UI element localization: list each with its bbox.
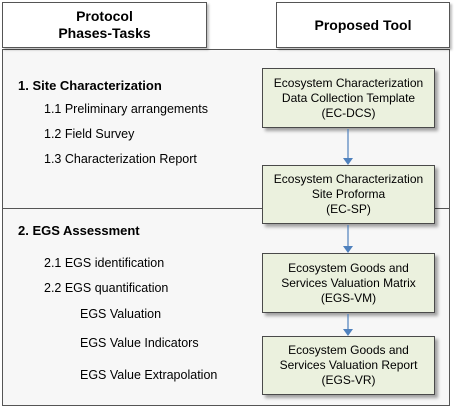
tool-egs-vm-code: (EGS-VM) xyxy=(320,290,377,305)
tool-egs-vr-code: (EGS-VR) xyxy=(321,373,376,387)
task-egs-quantification: 2.2 EGS quantification xyxy=(44,281,169,295)
task-field-survey: 1.2 Field Survey xyxy=(44,127,135,141)
task-egs-identification: 2.1 EGS identification xyxy=(44,256,165,270)
tool-header: Proposed Tool xyxy=(276,2,450,48)
tool-box-egs-vr: Ecosystem Goods and Services Valuation R… xyxy=(262,336,435,395)
subtask-egs-value-indicators: EGS Value Indicators xyxy=(80,336,199,350)
arrowhead-sp-to-vm xyxy=(343,246,353,253)
tool-ec-dcs-code: (EC-DCS) xyxy=(321,105,376,120)
tool-egs-vm-line2: Services Valuation Matrix xyxy=(281,275,416,290)
tool-box-egs-vm: Ecosystem Goods and Services Valuation M… xyxy=(262,253,435,313)
task-preliminary-arrangements: 1.1 Preliminary arrangements xyxy=(44,102,208,116)
tool-ec-dcs-line1: Ecosystem Characterization xyxy=(273,75,424,90)
task-characterization-report: 1.3 Characterization Report xyxy=(44,152,197,166)
arrowhead-dcs-to-sp xyxy=(343,158,353,165)
tool-ec-dcs-line2: Data Collection Template xyxy=(281,90,416,105)
subtask-egs-value-extrapolation: EGS Value Extrapolation xyxy=(80,368,218,382)
tool-ec-sp-line1: Ecosystem Characterization xyxy=(273,172,424,186)
arrowhead-vm-to-vr xyxy=(343,329,353,336)
protocol-header: Protocol Phases-Tasks xyxy=(2,2,207,48)
phase-title-site-characterization: 1. Site Characterization xyxy=(18,78,162,93)
tool-box-ec-sp: Ecosystem Characterization Site Proforma… xyxy=(262,165,435,224)
tool-ec-sp-code: (EC-SP) xyxy=(326,202,371,216)
tool-ec-sp-line2: Site Proforma xyxy=(311,187,386,201)
tool-box-ec-dcs: Ecosystem Characterization Data Collecti… xyxy=(262,68,435,128)
tool-egs-vr-line1: Ecosystem Goods and xyxy=(288,343,409,357)
subtask-egs-valuation: EGS Valuation xyxy=(80,307,162,321)
phase-title-egs-assessment: 2. EGS Assessment xyxy=(18,223,140,238)
tool-header-label: Proposed Tool xyxy=(314,16,412,33)
tool-egs-vm-line1: Ecosystem Goods and xyxy=(288,260,409,275)
protocol-header-line1: Protocol xyxy=(76,8,133,24)
tool-egs-vr-line2: Services Valuation Report xyxy=(279,358,418,372)
phase-divider xyxy=(2,208,450,209)
protocol-header-line2: Phases-Tasks xyxy=(58,25,151,41)
